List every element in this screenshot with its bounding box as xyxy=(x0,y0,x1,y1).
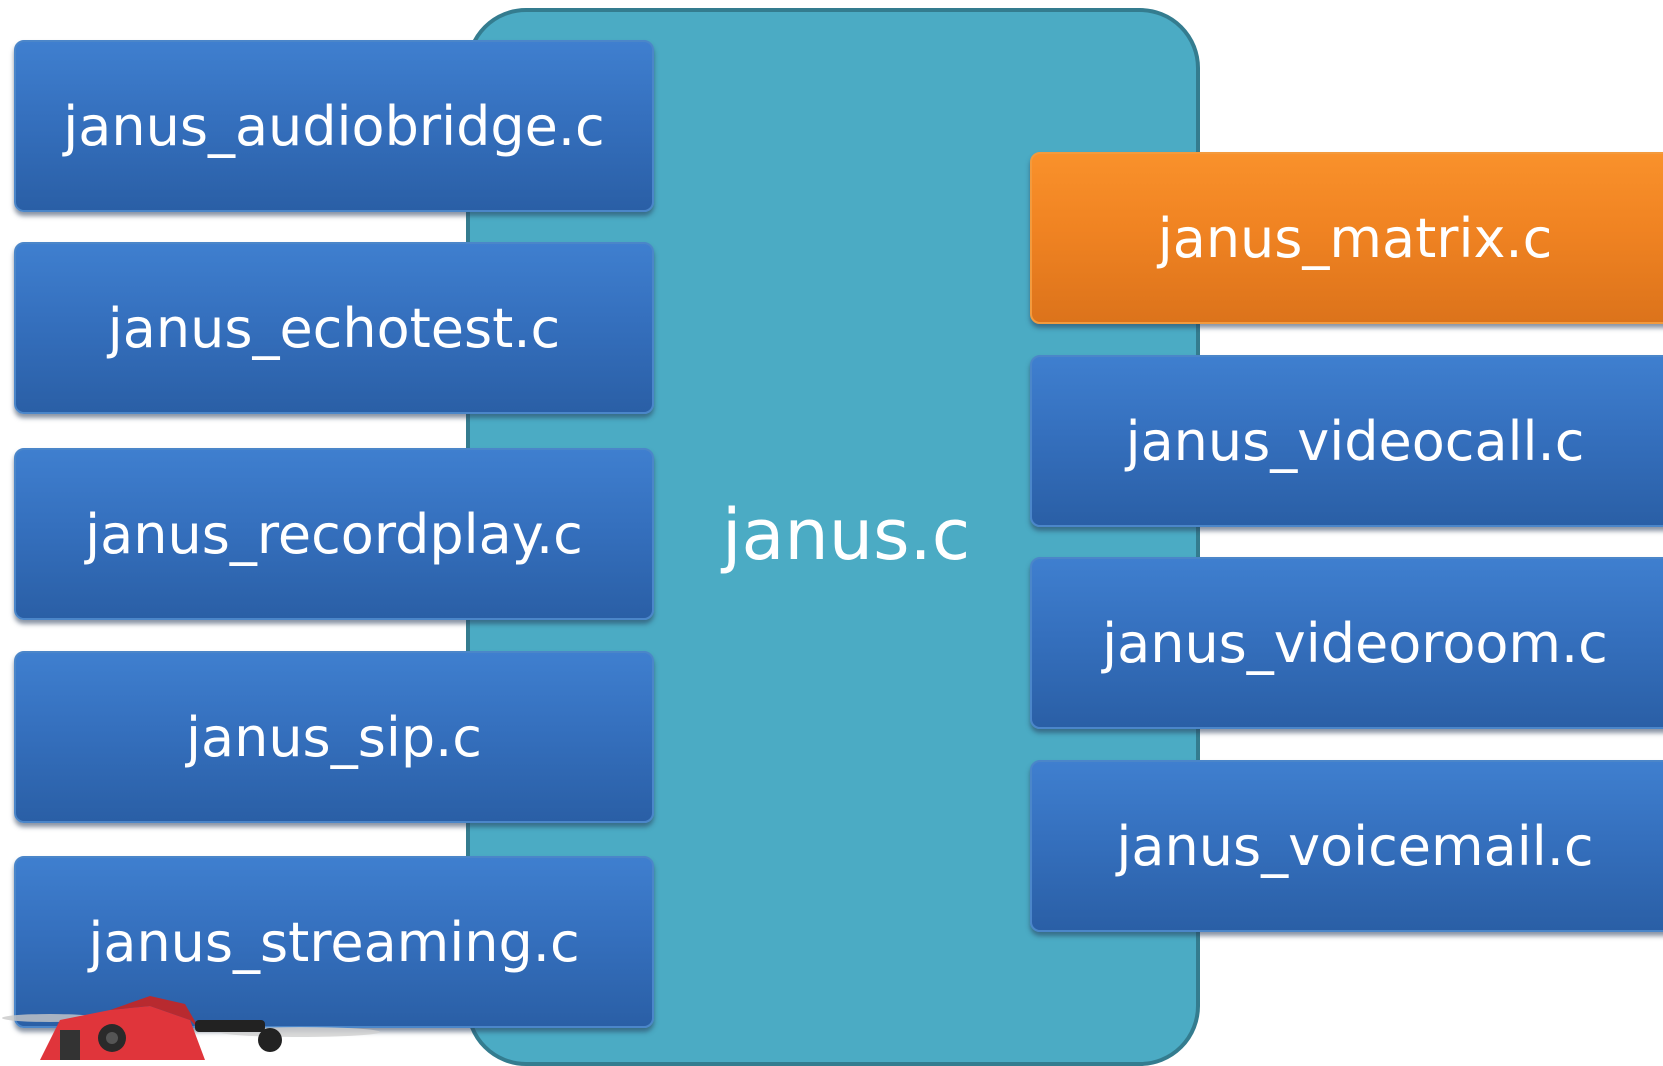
plugin-recordplay: janus_recordplay.c xyxy=(14,448,654,620)
plugin-sip: janus_sip.c xyxy=(14,651,654,823)
janus-core-label: janus.c xyxy=(722,494,971,576)
plugin-videoroom: janus_videoroom.c xyxy=(1030,557,1663,729)
plugin-streaming: janus_streaming.c xyxy=(14,856,654,1028)
plugin-voicemail: janus_voicemail.c xyxy=(1030,760,1663,932)
plugin-matrix: janus_matrix.c xyxy=(1030,152,1663,324)
plugin-echotest: janus_echotest.c xyxy=(14,242,654,414)
drone-icon xyxy=(2,996,380,1060)
plugin-audiobridge: janus_audiobridge.c xyxy=(14,40,654,212)
plugin-videocall: janus_videocall.c xyxy=(1030,355,1663,527)
